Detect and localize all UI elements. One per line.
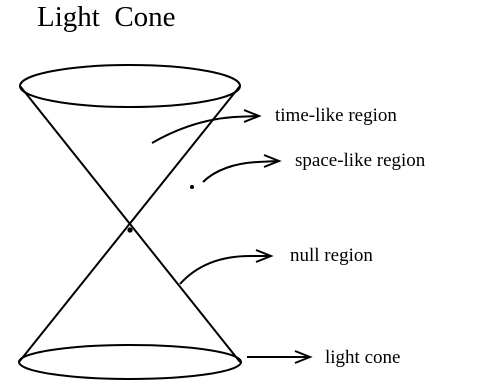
null-pointer-line (179, 255, 270, 285)
label-spacelike-region: space-like region (295, 150, 426, 171)
label-timelike-region: time-like region (275, 105, 397, 126)
lower-cone-rim (18, 344, 242, 380)
spacelike-pointer-line (202, 160, 279, 183)
cone-edge-right-to-left (18, 85, 241, 363)
lightcone-arrowhead-icon (294, 350, 313, 364)
apex-event-dot (127, 227, 133, 233)
upper-cone-rim (19, 64, 241, 108)
diagram-title: Light Cone (37, 1, 176, 33)
label-null-region: null region (290, 245, 373, 266)
timelike-pointer-line (151, 115, 259, 144)
spacelike-point-dot (190, 185, 194, 189)
null-arrowhead-icon (255, 249, 274, 263)
spacelike-arrowhead-icon (263, 154, 282, 168)
label-light-cone: light cone (325, 347, 400, 368)
timelike-arrowhead-icon (243, 109, 262, 123)
